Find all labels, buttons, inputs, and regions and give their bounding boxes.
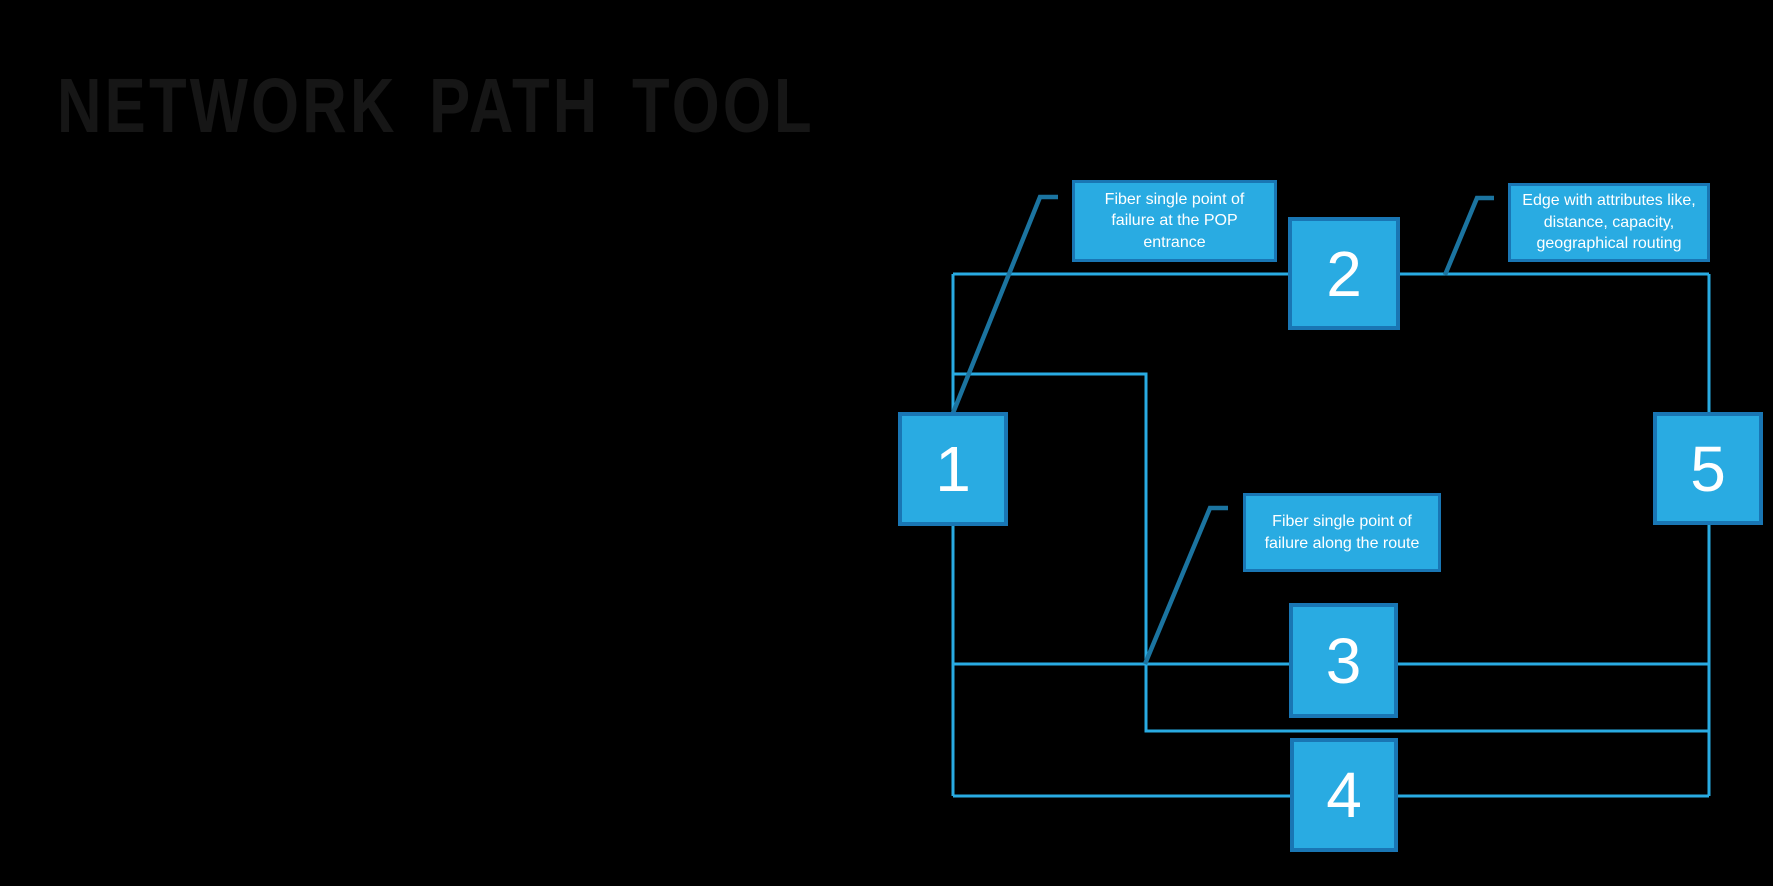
- network-node-2-label: 2: [1326, 237, 1362, 310]
- network-node-1: 1: [898, 412, 1008, 526]
- network-node-5-label: 5: [1690, 432, 1726, 505]
- network-node-1-label: 1: [935, 433, 971, 505]
- network-node-5: 5: [1653, 412, 1763, 525]
- network-node-2: 2: [1288, 217, 1400, 330]
- network-node-3-label: 3: [1325, 624, 1362, 697]
- network-node-4: 4: [1290, 738, 1398, 852]
- network-node-3: 3: [1289, 603, 1398, 718]
- callout-pop-entrance-text: Fiber single point of failure at the POP…: [1104, 190, 1245, 251]
- leader-pop-entrance: [950, 194, 1058, 414]
- callout-pop-entrance: Fiber single point of failure at the POP…: [1072, 180, 1277, 262]
- callout-route-failure: Fiber single point of failure along the …: [1243, 493, 1441, 572]
- leader-edge-attributes: [1442, 195, 1494, 276]
- callout-route-failure-text: Fiber single point of failure along the …: [1264, 512, 1420, 552]
- network-node-4-label: 4: [1326, 759, 1362, 831]
- callout-edge-attributes-text: Edge with attributes like, distance, cap…: [1522, 192, 1696, 253]
- leader-route-failure: [1142, 505, 1228, 665]
- callout-edge-attributes: Edge with attributes like, distance, cap…: [1508, 183, 1710, 262]
- edge-middle-bypass: [953, 372, 1709, 733]
- page-title: NETWORK PATH TOOL: [57, 63, 815, 149]
